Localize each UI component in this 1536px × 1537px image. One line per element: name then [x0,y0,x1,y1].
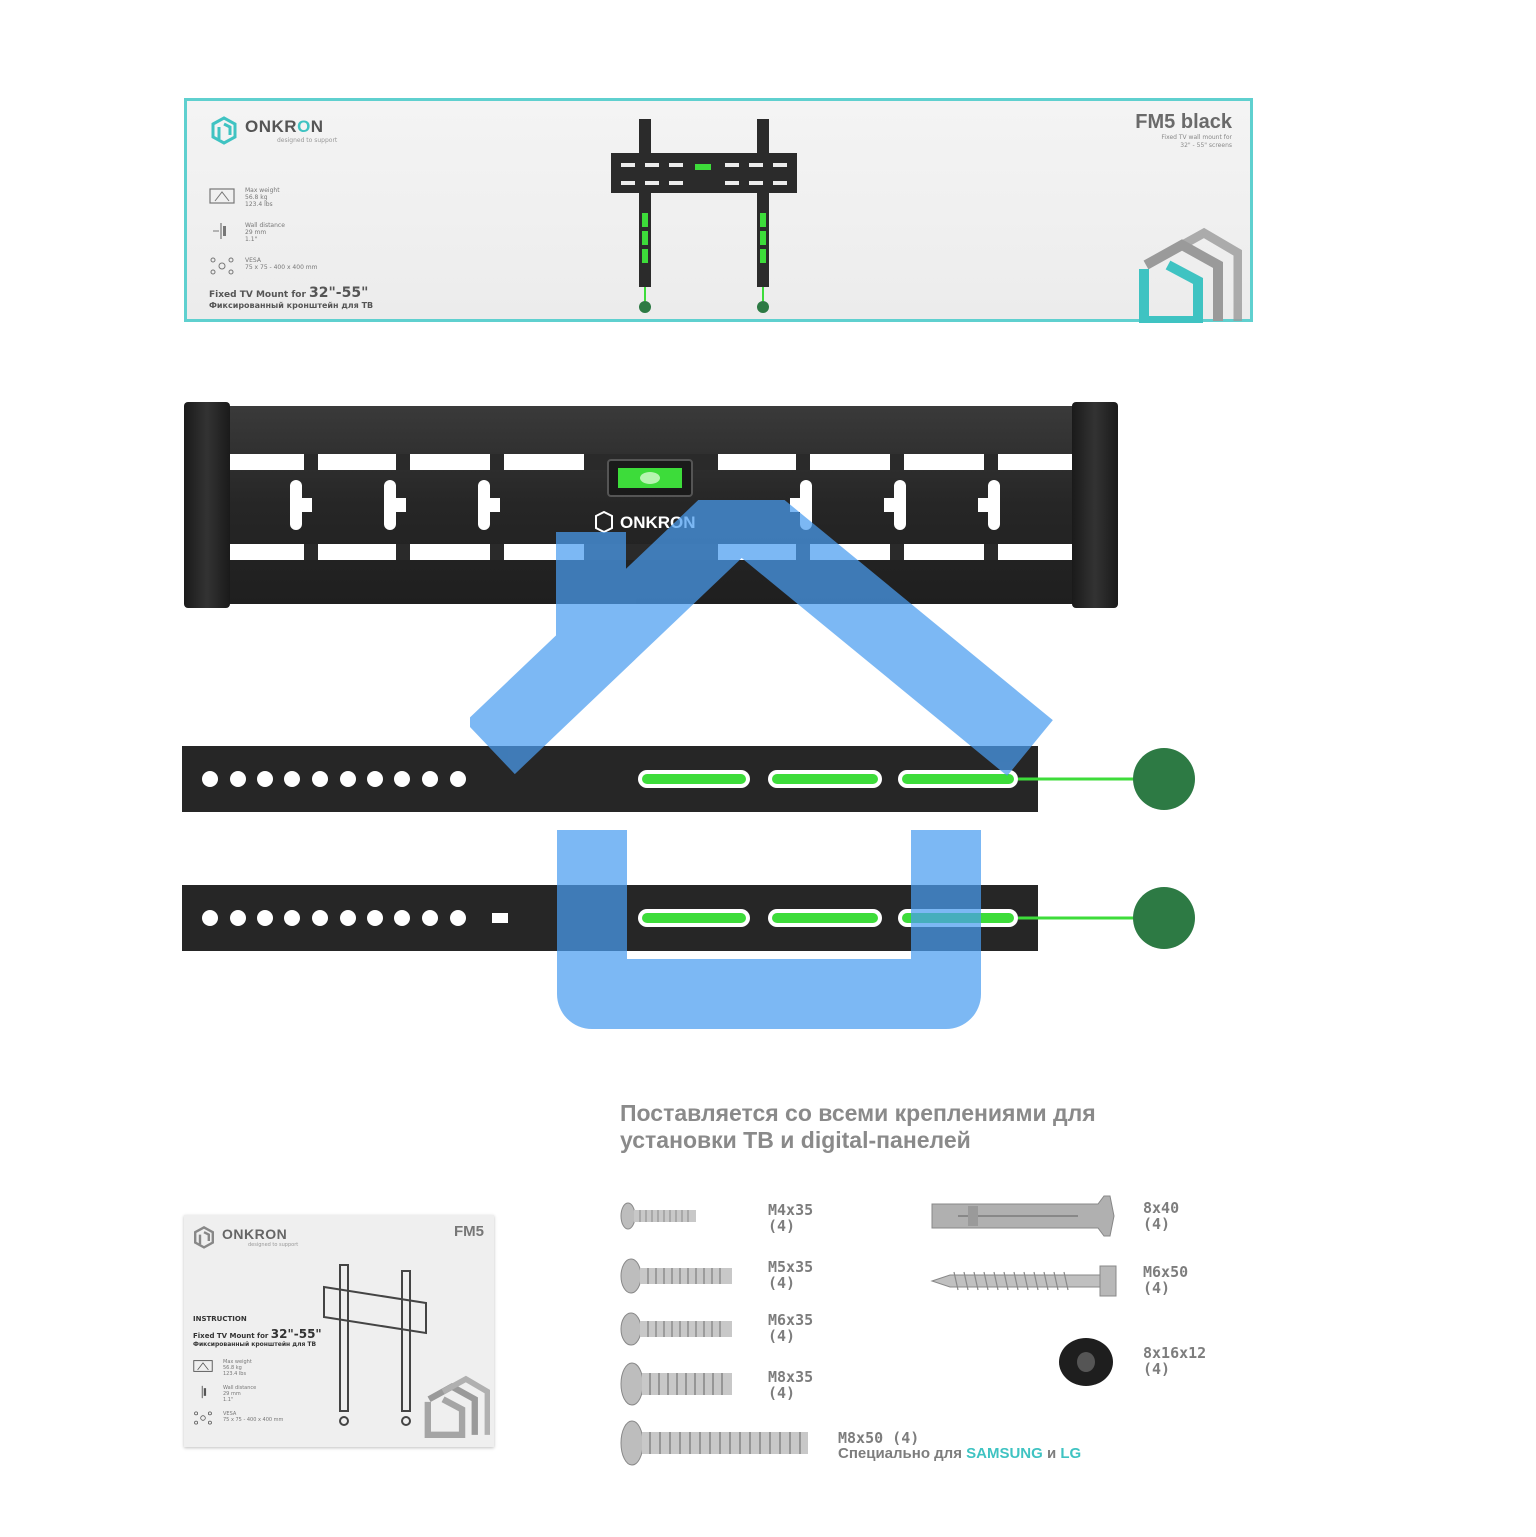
hw-label-m6x35: M6x35(4) [768,1311,814,1345]
manual-product-line: Fixed TV Mount for 32"-55" Фиксированный… [193,1327,322,1348]
box-model-name: FM5 black [1135,111,1232,133]
spacer-8x16x12-icon [1059,1338,1113,1386]
pull-knob-top [1133,748,1195,810]
manual-brand-logo: ONKRON designed to support [192,1225,298,1249]
weight-icon [193,1360,213,1372]
vertical-arm-bottom [182,885,1195,951]
screw-m8x35-icon [620,1362,732,1406]
product-box: ONKRON designed to support Max weight 56… [184,98,1253,323]
box-product-line: Fixed TV Mount for 32"-55" Фиксированный… [209,285,374,310]
manual-mount-sketch [323,1264,427,1426]
box-specs: Max weight 56.8 kg 123.4 lbs Wall distan… [209,187,317,275]
box-spec-wall-distance: Wall distance 29 mm 1.1" [209,222,317,243]
vesa-icon [210,257,234,275]
box-brand-logo: ONKRON designed to support [209,115,337,145]
manual-title: INSTRUCTION [193,1315,247,1323]
hw-label-m6x50: M6x50(4) [1143,1263,1189,1297]
screw-m4x35-icon [620,1202,696,1230]
left-end-cap [184,402,230,608]
hw-label-m8x35: M8x35(4) [768,1368,814,1402]
hw-label-m4x35: M4x35(4) [768,1201,814,1235]
box-spec-weight: Max weight 56.8 kg 123.4 lbs [209,187,317,208]
vertical-arm-top [182,746,1195,812]
box-spec-vesa: VESA 75 x 75 - 400 x 400 mm [209,257,317,275]
hw-label-m5x35: M5x35(4) [768,1258,814,1292]
box-corner-logo-icon [1139,227,1242,323]
box-mount-illustration [611,119,797,313]
box-model-sub2: 32" - 55" screens [1180,142,1232,149]
manual-model: FM5 [454,1223,484,1240]
hw-label-m8x50: M8x50 (4) Специально для SAMSUNG и LG [838,1429,1082,1462]
hw-label-8x16x12: 8x16x12(4) [1143,1344,1207,1378]
onkron-logo-icon [194,1226,214,1249]
wall-distance-icon [213,223,226,239]
weight-icon [209,188,235,204]
wall-plug-8x40-icon [931,1195,1115,1237]
manual-corner-logo-icon [424,1375,490,1438]
screw-m8x50-icon [620,1420,808,1466]
box-tagline: designed to support [277,136,338,144]
hw-label-8x40: 8x40(4) [1143,1199,1180,1233]
box-model-block: FM5 black Fixed TV wall mount for 32" - … [1135,111,1232,150]
pull-knob-bottom [1133,887,1195,949]
manual-specs: Max weight 56.8 kg 123.4 lbs Wall distan… [193,1359,283,1425]
wall-distance-icon [201,1385,207,1399]
box-model-sub1: Fixed TV wall mount for [1161,134,1232,141]
vesa-icon [194,1411,212,1425]
accessories-heading: Поставляется со всеми креплениями для ус… [620,1100,1096,1153]
svg-text:ONKRON: ONKRON [620,513,696,532]
lag-screw-m6x50-icon [930,1265,1117,1297]
wall-plate: ONKRON [184,402,1118,608]
screw-m5x35-icon [620,1258,732,1294]
right-end-cap [1072,402,1118,608]
instruction-manual: ONKRON designed to support FM5 INSTRUCTI… [184,1215,494,1447]
onkron-logo-icon [211,116,237,145]
screw-m6x35-icon [620,1312,732,1346]
